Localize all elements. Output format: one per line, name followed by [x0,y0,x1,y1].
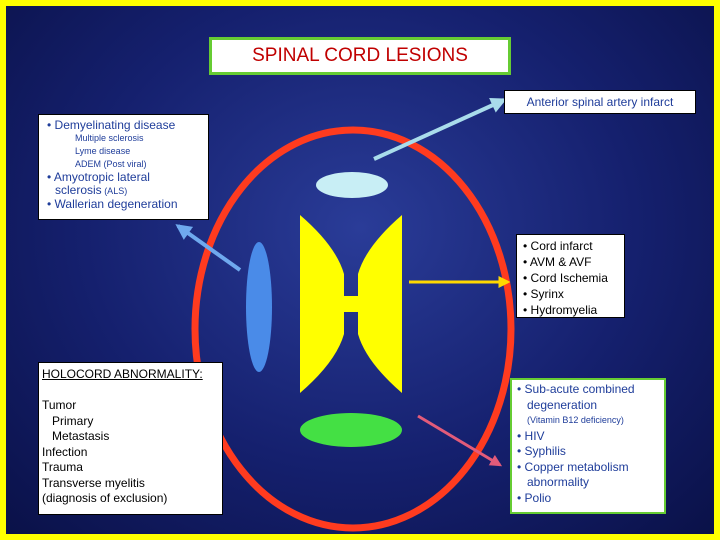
page-title: SPINAL CORD LESIONS [209,37,511,75]
left-lesion-list: • Demyelinating disease Multiple scleros… [38,114,209,220]
spinal-cord-diagram [175,98,515,532]
list-item: • Wallerian degeneration [47,197,178,211]
list-item [42,383,222,399]
list-item: Transverse myelitis [42,475,145,490]
list-item: sclerosis (ALS) [55,183,128,197]
list-item: Metastasis [52,429,110,443]
list-item: • Amyotropic lateral [47,170,150,184]
list-item: (diagnosis of exclusion) [42,491,168,505]
list-item: Primary [52,413,94,428]
holocord-abnormality-list: HOLOCORD ABNORMALITY: Tumor Primary Meta… [38,362,223,515]
list-item: (Vitamin B12 deficiency) [527,415,624,425]
list-item: • Cord Ischemia [523,271,608,285]
list-item: • Cord infarct [523,239,593,253]
gray-matter-lesion-list: • Cord infarct • AVM & AVF • Cord Ischem… [516,234,625,318]
list-item: Tumor [42,398,77,412]
list-item: • Copper metabolism [517,459,629,474]
holocord-heading: HOLOCORD ABNORMALITY: [42,367,203,381]
list-item: • Syphilis [517,444,566,458]
list-item: • Polio [517,490,552,505]
list-item: ADEM (Post viral) [75,159,147,169]
posterior-lesion-list: • Sub-acute combined degeneration (Vitam… [510,378,666,514]
lateral-column-oval [246,242,272,372]
list-item: • HIV [517,428,545,443]
list-item: Infection [42,444,88,459]
list-item: • Syrinx [523,287,564,301]
list-item: degeneration [527,397,598,412]
list-item: • Hydromyelia [523,303,598,317]
list-item: Lyme disease [75,146,131,156]
list-item: abnormality [527,475,590,489]
arrow-posterior [417,414,503,467]
list-item: • AVM & AVF [523,255,592,269]
cord-outline [191,126,515,532]
list-item: • Demyelinating disease [47,118,176,132]
list-item: Multiple sclerosis [75,133,144,143]
arrow-lateral [175,224,242,272]
gray-matter-butterfly [300,215,402,393]
list-item: Trauma [42,460,83,474]
arrow-anterior [373,98,507,161]
anterior-column-oval [316,172,388,198]
list-item: • Sub-acute combined [517,382,635,396]
anterior-spinal-artery-label: Anterior spinal artery infarct [504,90,696,114]
posterior-column-oval [300,413,402,447]
